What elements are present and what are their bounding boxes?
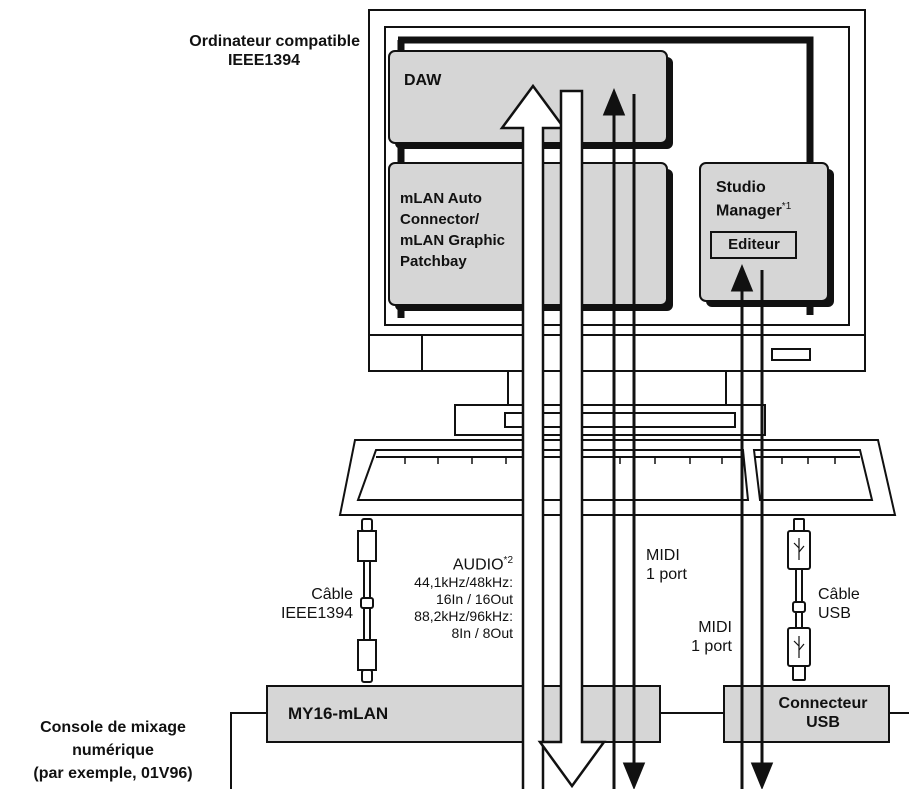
audio-line1: 44,1kHz/48kHz:: [380, 574, 513, 591]
usb-connector-line2: USB: [756, 713, 890, 732]
studio-manager-line2: Manager: [716, 202, 782, 219]
ieee-cable-line2: IEEE1394: [240, 604, 353, 623]
usb-cable-label: Câble USB: [818, 585, 860, 623]
midi-label-daw-line1: MIDI: [646, 546, 687, 565]
monitor-power-button: [772, 349, 810, 360]
keyboard: [340, 440, 895, 515]
audio-note: *2: [504, 555, 513, 566]
midi-label-daw-line2: 1 port: [646, 565, 687, 584]
console-line3: (par exemple, 01V96): [2, 762, 224, 785]
mlan-label-line4: Patchbay: [400, 251, 505, 272]
monitor-base-panel: [369, 335, 865, 371]
usb-connector-label: Connecteur USB: [756, 694, 890, 732]
usb-cable-line2: USB: [818, 604, 860, 623]
audio-label: AUDIO*2 44,1kHz/48kHz: 16In / 16Out 88,2…: [380, 551, 513, 642]
console-outline: [231, 713, 267, 789]
mlan-label-line2: Connector/: [400, 209, 505, 230]
ieee1394-cable: [358, 519, 376, 682]
editor-label: Editeur: [712, 236, 796, 253]
my16-mlan-label: MY16-mLAN: [288, 704, 388, 724]
ieee-cable-line1: Câble: [240, 585, 353, 604]
audio-line3: 88,2kHz/96kHz:: [380, 608, 513, 625]
audio-line4: 8In / 8Out: [380, 625, 513, 642]
mlan-label-line3: mLAN Graphic: [400, 230, 505, 251]
ieee-cable-label: Câble IEEE1394: [240, 585, 353, 623]
console-line2: numérique: [2, 739, 224, 762]
usb-cable-line1: Câble: [818, 585, 860, 604]
studio-manager-line1: Studio: [716, 178, 791, 197]
monitor-stand: [455, 405, 765, 435]
audio-title: AUDIO: [453, 556, 504, 573]
console-label: Console de mixage numérique (par exemple…: [2, 716, 224, 785]
usb-connector-line1: Connecteur: [756, 694, 890, 713]
computer-title-line1: Ordinateur compatible: [80, 32, 360, 51]
computer-title-line2: IEEE1394: [80, 51, 360, 70]
midi-label-editor: MIDI 1 port: [660, 618, 732, 656]
mlan-label-line1: mLAN Auto: [400, 188, 505, 209]
studio-manager-note: *1: [782, 201, 791, 212]
computer-title: Ordinateur compatible IEEE1394: [80, 32, 360, 70]
midi-label-editor-line1: MIDI: [660, 618, 732, 637]
midi-label-daw: MIDI 1 port: [646, 546, 687, 584]
midi-label-editor-line2: 1 port: [660, 637, 732, 656]
studio-manager-label: Studio Manager*1: [716, 178, 791, 220]
daw-label: DAW: [404, 72, 441, 90]
mlan-label: mLAN Auto Connector/ mLAN Graphic Patchb…: [400, 188, 505, 272]
console-line1: Console de mixage: [2, 716, 224, 739]
audio-line2: 16In / 16Out: [380, 591, 513, 608]
